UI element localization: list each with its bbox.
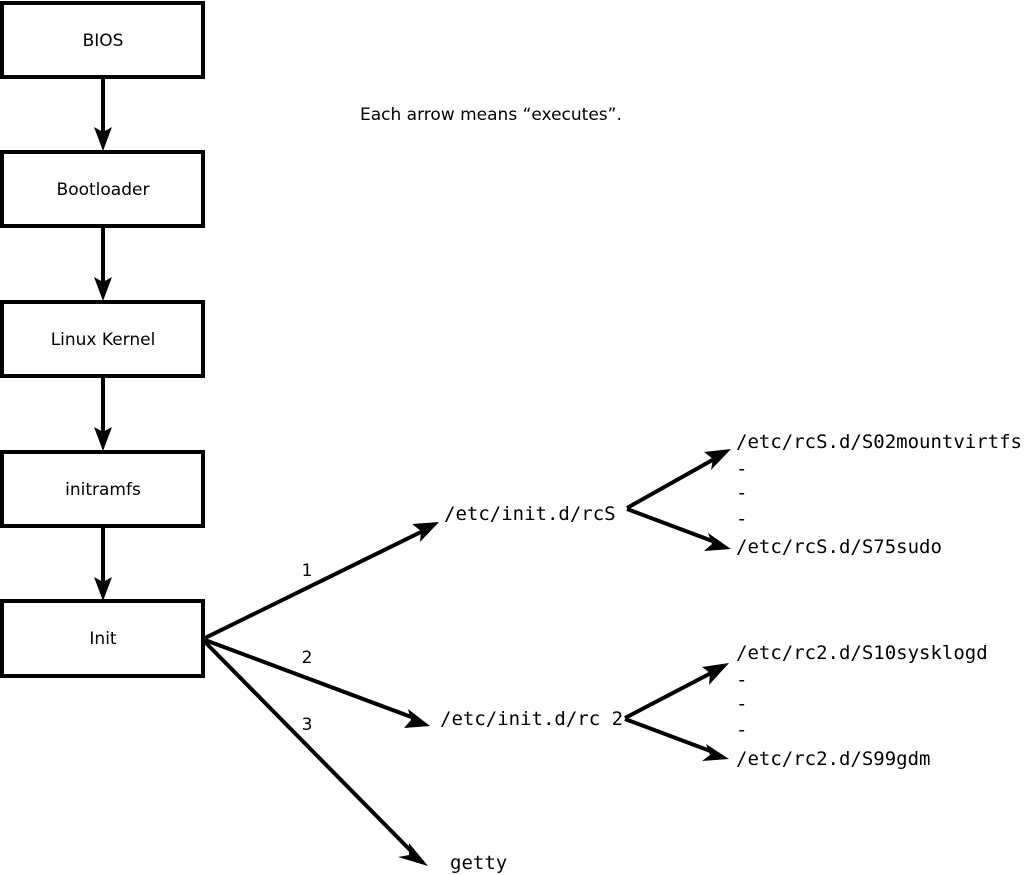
bootloader-label: Bootloader <box>57 180 150 200</box>
caption-text: Each arrow means “executes”. <box>360 105 622 125</box>
rcs-last-script: /etc/rcS.d/S75sudo <box>736 536 942 558</box>
rcs-first-script: /etc/rcS.d/S02mountvirtfs <box>736 431 1022 453</box>
arrow-bootloader-to-kernel <box>94 226 112 301</box>
node-init[interactable]: Init <box>0 599 205 678</box>
node-linux-kernel[interactable]: Linux Kernel <box>0 300 205 378</box>
arrow-rcs-to-first <box>626 449 731 510</box>
rc2-ellipsis-3: - <box>736 719 747 741</box>
init-box[interactable] <box>0 599 205 678</box>
linux-kernel-label: Linux Kernel <box>51 330 156 350</box>
arrow-kernel-to-initramfs <box>94 376 112 451</box>
node-bios[interactable]: BIOS <box>0 1 205 79</box>
rcs-ellipsis-2: - <box>736 482 747 504</box>
bios-box[interactable] <box>0 1 205 79</box>
arrow-rc2-to-first <box>624 663 729 720</box>
rcs-script-label: /etc/init.d/rcS <box>444 503 616 525</box>
arrow-init-branch-3 <box>203 640 428 866</box>
arrow-bios-to-bootloader <box>94 77 112 151</box>
rc2-ellipsis-1: - <box>736 669 747 691</box>
initramfs-label: initramfs <box>65 480 141 500</box>
initramfs-box[interactable] <box>0 450 205 528</box>
getty-label: getty <box>450 852 507 874</box>
arrow-rc2-to-last <box>624 717 729 761</box>
node-initramfs[interactable]: initramfs <box>0 450 205 528</box>
branch-number-3: 3 <box>302 715 313 735</box>
rcs-ellipsis-3: - <box>736 508 747 530</box>
rc2-last-script: /etc/rc2.d/S99gdm <box>736 748 930 770</box>
branch-number-1: 1 <box>302 561 313 581</box>
node-bootloader[interactable]: Bootloader <box>0 150 205 228</box>
rc2-ellipsis-2: - <box>736 693 747 715</box>
arrow-rcs-to-last <box>626 507 731 551</box>
bios-label: BIOS <box>83 31 124 51</box>
branch-number-2: 2 <box>302 648 313 668</box>
arrow-init-branch-2 <box>204 638 430 728</box>
rc2-first-script: /etc/rc2.d/S10sysklogd <box>736 642 988 664</box>
arrow-initramfs-to-init <box>94 526 112 601</box>
init-label: Init <box>89 629 117 649</box>
rcs-ellipsis-1: - <box>736 458 747 480</box>
arrow-init-branch-1 <box>204 522 439 640</box>
rc2-script-label: /etc/init.d/rc 2 <box>440 708 623 730</box>
